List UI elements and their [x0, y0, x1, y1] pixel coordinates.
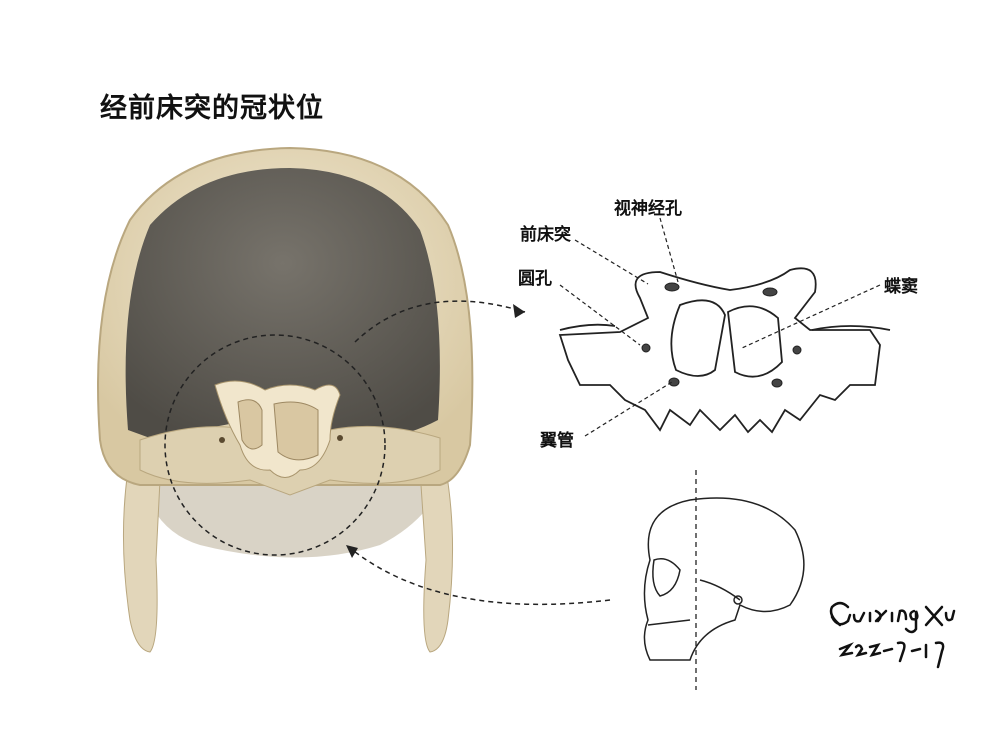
pterygoid-canal-left-mark: [668, 377, 680, 387]
optic-canal-left-mark: [664, 282, 680, 292]
optic-canal-right-mark: [762, 287, 778, 297]
focus-circle: [164, 334, 386, 556]
arrow-to-diagram: [354, 300, 526, 343]
label-sphenoid-sinus: 蝶窦: [884, 277, 918, 297]
leader-sphenoid-sinus: [741, 284, 881, 349]
label-pterygoid-canal: 翼管: [540, 431, 574, 451]
sinus-left-line: [670, 299, 726, 377]
page-title: 经前床突的冠状位: [100, 93, 324, 124]
leader-anterior-clinoid: [574, 239, 649, 285]
sphenoid-sinus-right: [273, 401, 319, 461]
skull-base-line-right: [811, 325, 891, 331]
label-foramen-rotundum: 圆孔: [518, 269, 552, 289]
pterygoid-canal-right-mark: [771, 378, 783, 388]
small-skull-sketch: [643, 497, 805, 661]
sinus-right-line: [727, 305, 783, 378]
label-optic-canal: 视神经孔: [614, 199, 682, 219]
sphenoid-outline: [558, 267, 881, 434]
leader-foramen-rotundum: [559, 284, 641, 346]
skull-base-line-left: [559, 323, 616, 331]
foramen-rotundum-right-mark: [792, 345, 802, 355]
leader-pterygoid-canal: [584, 381, 673, 437]
foramen-rotundum-left-mark: [641, 343, 651, 353]
mandible-right: [419, 469, 454, 653]
handwritten-signature: [829, 601, 956, 669]
skull-base: [140, 470, 450, 558]
mandible-left: [122, 469, 161, 653]
cranial-cavity: [125, 168, 440, 440]
label-anterior-clinoid: 前床突: [520, 225, 571, 245]
sphenoid-sinus-left: [237, 399, 263, 450]
